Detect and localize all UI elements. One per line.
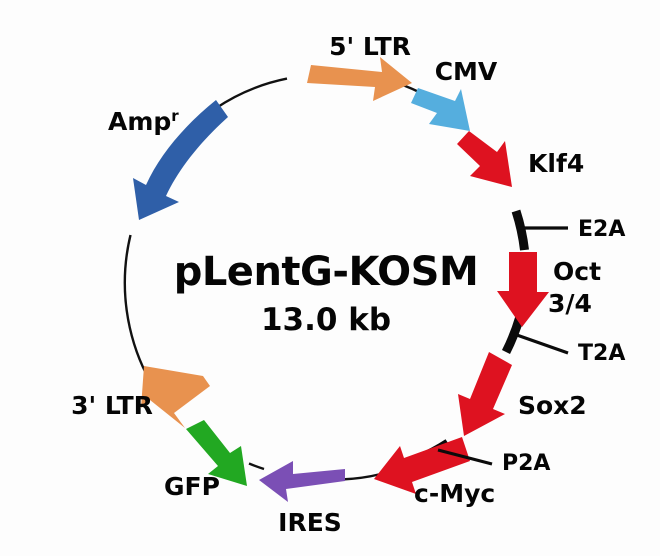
feature-arrow-gfp[interactable] — [186, 420, 247, 486]
label-ampr-base: Amp — [108, 107, 171, 136]
feature-arrow-klf4[interactable] — [457, 131, 512, 187]
label-sox2: Sox2 — [518, 391, 587, 420]
label-ltr3: 3' LTR — [71, 391, 153, 420]
label-gfp: GFP — [164, 472, 220, 501]
feature-arrow-sox2[interactable] — [458, 352, 512, 436]
label-ampr-superscript: r — [171, 107, 179, 125]
label-oct34-line1: Oct — [553, 257, 601, 286]
feature-arrow-oct34[interactable] — [497, 252, 549, 327]
leader-line-t2a — [513, 332, 569, 355]
label-ampr: Ampr — [108, 107, 179, 136]
feature-arrow-ampr[interactable] — [133, 100, 228, 220]
feature-arrow-ires[interactable] — [259, 461, 345, 502]
label-t2a: T2A — [578, 341, 625, 366]
label-e2a: E2A — [578, 217, 625, 242]
feature-arrow-ltr5[interactable] — [307, 57, 412, 101]
label-cmyc: c-Myc — [414, 479, 495, 508]
label-klf4: Klf4 — [528, 149, 584, 178]
linker-e2a-segment — [511, 209, 529, 251]
label-oct34-line2: 3/4 — [548, 289, 592, 318]
feature-labels: 5' LTR CMV Klf4 E2A Oct 3/4 T2A Sox2 P2A… — [71, 32, 625, 537]
plasmid-size: 13.0 kb — [261, 302, 391, 338]
feature-arrow-ltr3[interactable] — [141, 366, 210, 428]
leader-line-p2a — [437, 448, 493, 466]
label-ltr5: 5' LTR — [329, 32, 411, 61]
label-p2a: P2A — [502, 451, 550, 476]
backbone-arc-gfp-ires — [248, 462, 265, 471]
center-annotation: pLentG-KOSM 13.0 kb — [174, 249, 479, 338]
plasmid-name: pLentG-KOSM — [174, 249, 479, 295]
label-cmv: CMV — [435, 57, 498, 86]
label-ires: IRES — [278, 508, 342, 537]
feature-arrow-cmv[interactable] — [411, 88, 470, 131]
linker-leader-lines — [437, 226, 569, 466]
